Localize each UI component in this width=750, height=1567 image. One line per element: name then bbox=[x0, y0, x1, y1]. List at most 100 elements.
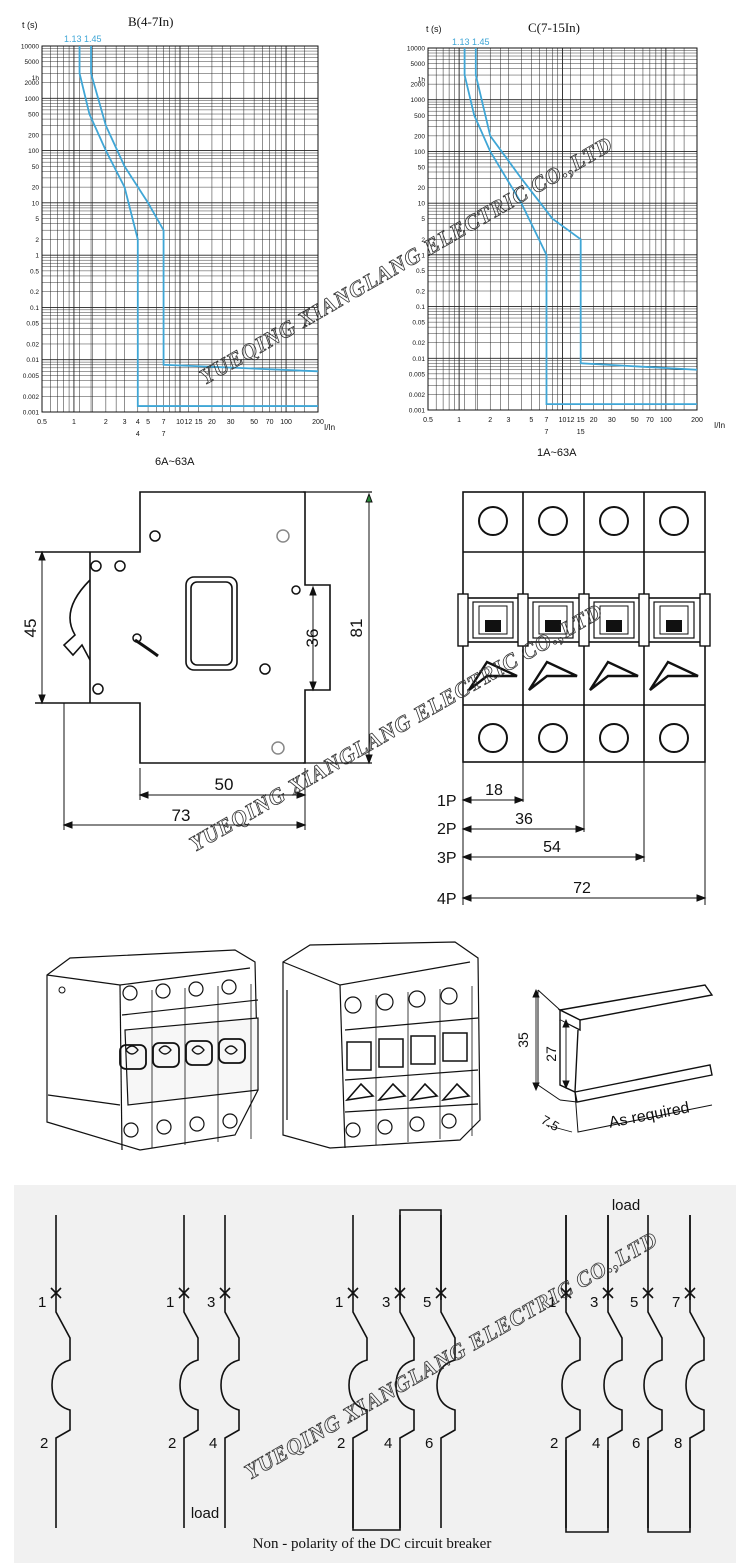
mount-hole bbox=[58, 986, 66, 994]
x-tick-label: 4 bbox=[136, 419, 140, 426]
breaker-switch-symbol bbox=[51, 1300, 71, 1528]
side-view-dim-lines bbox=[38, 492, 373, 830]
chart-b-range: 6A~63A bbox=[155, 456, 195, 468]
terminal-number-bottom: 8 bbox=[674, 1435, 682, 1452]
breaker-switch-symbol bbox=[643, 1300, 663, 1528]
y-tick-label: 1 bbox=[421, 252, 425, 259]
label-2p: 2P bbox=[437, 821, 457, 838]
y-tick-label: 0.2 bbox=[30, 289, 39, 296]
x-tick-label: 200 bbox=[312, 419, 324, 426]
y-tick-label: 0.01 bbox=[412, 356, 425, 363]
y-tick-label: 500 bbox=[28, 112, 39, 119]
x-tick-label: 100 bbox=[280, 419, 292, 426]
x-tick-label: 15 bbox=[195, 419, 203, 426]
pole-clip bbox=[457, 593, 469, 647]
chart-b-grid: 1000050001h200010005002001005020105210.5… bbox=[21, 44, 324, 439]
dim-height-81: 81 bbox=[347, 619, 366, 638]
y-tick-label: 0.05 bbox=[412, 320, 425, 327]
dim-height-45: 45 bbox=[21, 619, 40, 638]
terminal-screw-icon bbox=[123, 1122, 139, 1138]
x-tick-label: 7 bbox=[162, 419, 166, 426]
terminal-number-top: 1 bbox=[548, 1294, 556, 1311]
dim-width-50: 50 bbox=[215, 775, 234, 794]
pole-clip bbox=[699, 593, 711, 647]
x-tick-label: 2 bbox=[488, 417, 492, 424]
y-tick-label: 0.1 bbox=[416, 304, 425, 311]
terminal-number-bottom: 4 bbox=[592, 1435, 600, 1452]
terminal-number-top: 1 bbox=[166, 1294, 174, 1311]
front-view-dim-lines bbox=[461, 762, 707, 905]
chart-c-x-axis-label: I/In bbox=[714, 421, 725, 430]
y-tick-label: 0.005 bbox=[23, 373, 40, 380]
x-tick-label: 12 bbox=[185, 419, 193, 426]
y-tick-label: 2 bbox=[35, 237, 39, 244]
y-tick-label: 10 bbox=[418, 201, 426, 208]
terminal-screw-icon bbox=[538, 506, 568, 536]
y-tick-label: 5 bbox=[421, 216, 425, 223]
handle-inner bbox=[538, 605, 568, 635]
x-tick-label: 20 bbox=[590, 417, 598, 424]
chart-b-y-axis-label: t (s) bbox=[22, 20, 38, 30]
dim-width-72: 72 bbox=[573, 880, 591, 897]
x-tick-label: 3 bbox=[506, 417, 510, 424]
load-label-bottom: load bbox=[191, 1505, 219, 1522]
x-tick-label: 2 bbox=[104, 419, 108, 426]
y-tick-label: 0.05 bbox=[26, 321, 39, 328]
terminal-screw-icon bbox=[408, 990, 426, 1008]
toggle-detail bbox=[224, 1045, 238, 1055]
y-tick-label: 2000 bbox=[411, 82, 426, 89]
y-tick-label: 100 bbox=[28, 148, 39, 155]
y-tick-label: 0.01 bbox=[26, 357, 39, 364]
terminal-number-bottom: 4 bbox=[384, 1435, 392, 1452]
trip-curve bbox=[474, 48, 698, 371]
y-tick-label: 0.002 bbox=[23, 394, 40, 401]
y-tick-label: 0.001 bbox=[409, 408, 426, 415]
handle-inner bbox=[599, 605, 629, 635]
terminal-number-top: 1 bbox=[335, 1294, 343, 1311]
y-tick-label: 1h bbox=[32, 75, 40, 82]
chart-c-title: C(7-15In) bbox=[528, 20, 580, 35]
y-tick-label: 200 bbox=[414, 133, 425, 140]
rail-dim-27: 27 bbox=[543, 1046, 559, 1062]
x-subtick-label: 7 bbox=[162, 431, 166, 438]
rail-length-label: As required bbox=[607, 1099, 691, 1131]
arrow-indicator-icon bbox=[408, 1082, 439, 1102]
handle-lever bbox=[606, 620, 622, 632]
y-tick-label: 5000 bbox=[25, 59, 40, 66]
contact-x-icon bbox=[642, 1287, 654, 1299]
breaker-switch-symbol bbox=[395, 1300, 415, 1528]
pole-clip bbox=[517, 593, 529, 647]
handle-inner bbox=[659, 605, 689, 635]
terminal-screw-icon bbox=[156, 1119, 172, 1135]
x-tick-label: 70 bbox=[266, 419, 274, 426]
x-subtick-label: 7 bbox=[545, 429, 549, 436]
chart-frame bbox=[427, 47, 698, 411]
wiring-loops bbox=[352, 1209, 691, 1533]
terminal-number-top: 5 bbox=[630, 1294, 638, 1311]
dim-width-73: 73 bbox=[172, 806, 191, 825]
x-tick-label: 7 bbox=[545, 417, 549, 424]
side-view-holes bbox=[90, 529, 301, 755]
x-tick-label: 100 bbox=[660, 417, 672, 424]
breaker-switch-symbol bbox=[179, 1300, 199, 1528]
x-tick-label: 20 bbox=[208, 419, 216, 426]
arrow-indicator-icon bbox=[344, 1082, 375, 1102]
toggle-handle bbox=[218, 1038, 246, 1064]
terminal-screw-icon bbox=[189, 1116, 205, 1132]
handle-block bbox=[653, 601, 695, 639]
terminal-number-bottom: 2 bbox=[40, 1435, 48, 1452]
load-label-top: load bbox=[612, 1197, 640, 1214]
handle-lever bbox=[485, 620, 501, 632]
terminal-screw-icon bbox=[478, 506, 508, 536]
y-tick-label: 0.1 bbox=[30, 305, 39, 312]
terminal-screw-icon bbox=[659, 723, 689, 753]
contact-x-icon bbox=[347, 1287, 359, 1299]
y-tick-label: 10000 bbox=[407, 46, 425, 53]
handle-block bbox=[593, 601, 635, 639]
x-tick-label: 5 bbox=[529, 417, 533, 424]
arrow-indicator-icon bbox=[648, 660, 699, 691]
x-tick-label: 10 bbox=[559, 417, 567, 424]
wiring-panel bbox=[14, 1185, 736, 1563]
trip-curve bbox=[463, 48, 697, 406]
